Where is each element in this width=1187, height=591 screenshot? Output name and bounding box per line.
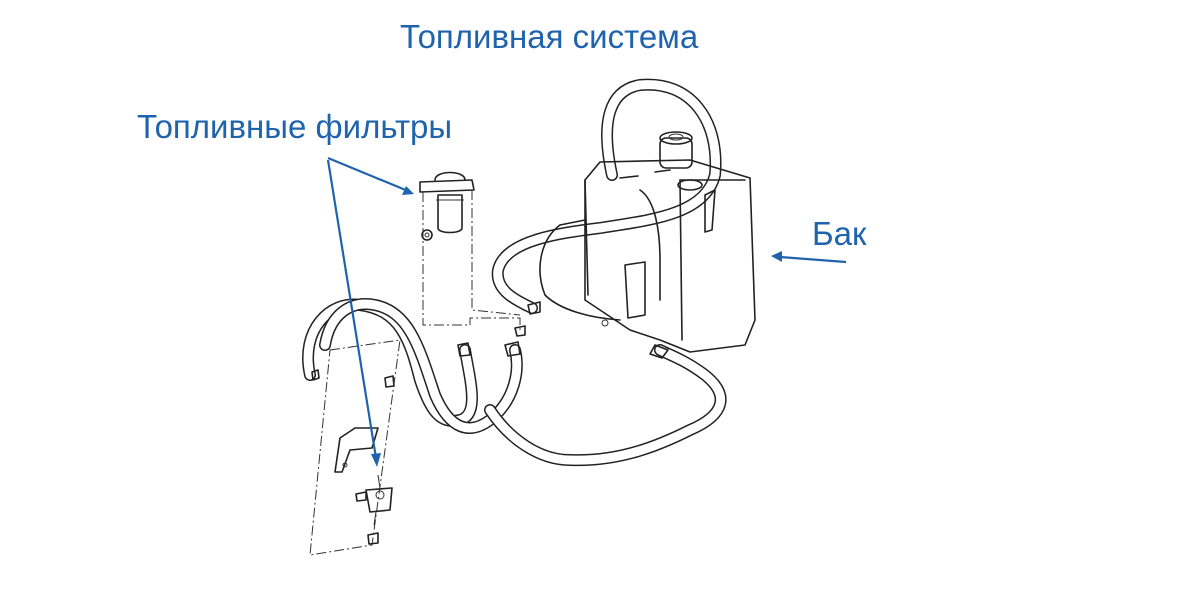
tank-label: Бак xyxy=(812,215,867,252)
arrow-to-upper-filter xyxy=(327,156,409,193)
arrowhead-upper xyxy=(402,186,414,195)
arrowhead-lower xyxy=(371,453,381,467)
lower-fuel-filter xyxy=(309,339,401,556)
tank-arrow xyxy=(771,251,847,264)
fuel-hoses xyxy=(302,78,727,467)
diagram-title: Топливная система xyxy=(400,18,699,55)
fuel-filters-label: Топливные фильтры xyxy=(137,108,453,145)
upper-fuel-filter xyxy=(419,171,541,357)
arrow-to-lower-filter xyxy=(326,159,378,459)
fuel-tank xyxy=(539,131,756,359)
fuel-filters-arrows xyxy=(326,156,414,467)
